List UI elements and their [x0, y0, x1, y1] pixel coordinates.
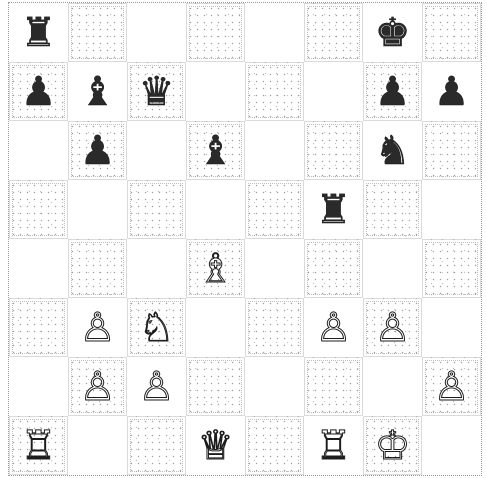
- square-b8[interactable]: [68, 3, 127, 62]
- square-f6[interactable]: [304, 121, 363, 180]
- queen-white-icon[interactable]: ♕: [198, 426, 234, 466]
- square-d3[interactable]: [186, 298, 245, 357]
- square-d1[interactable]: ♕: [186, 416, 245, 475]
- rook-white-icon[interactable]: ♖: [21, 426, 57, 466]
- square-a1[interactable]: ♖: [9, 416, 68, 475]
- chess-board: ♜ ♚ ♟ ♝ ♛ ♟ ♟ ♟ ♝ ♞ ♜ ♗ ♙ ♘ ♙ ♙ ♙ ♙ ♙ ♖ ♕ ♖ ♔: [8, 2, 482, 476]
- square-a8[interactable]: ♜: [9, 3, 68, 62]
- square-g7[interactable]: ♟: [363, 62, 422, 121]
- square-a3[interactable]: [9, 298, 68, 357]
- square-f4[interactable]: [304, 239, 363, 298]
- square-c4[interactable]: [127, 239, 186, 298]
- square-h3[interactable]: [422, 298, 481, 357]
- bishop-black-icon[interactable]: ♝: [80, 72, 116, 112]
- square-f2[interactable]: [304, 357, 363, 416]
- square-a6[interactable]: [9, 121, 68, 180]
- square-g4[interactable]: [363, 239, 422, 298]
- square-a4[interactable]: [9, 239, 68, 298]
- square-b3[interactable]: ♙: [68, 298, 127, 357]
- square-c2[interactable]: ♙: [127, 357, 186, 416]
- square-h6[interactable]: [422, 121, 481, 180]
- square-b4[interactable]: [68, 239, 127, 298]
- square-g6[interactable]: ♞: [363, 121, 422, 180]
- square-f8[interactable]: [304, 3, 363, 62]
- square-e2[interactable]: [245, 357, 304, 416]
- pawn-white-icon[interactable]: ♙: [80, 308, 116, 348]
- square-e6[interactable]: [245, 121, 304, 180]
- square-d5[interactable]: [186, 180, 245, 239]
- square-a7[interactable]: ♟: [9, 62, 68, 121]
- square-h5[interactable]: [422, 180, 481, 239]
- square-g1[interactable]: ♔: [363, 416, 422, 475]
- square-b6[interactable]: ♟: [68, 121, 127, 180]
- square-d7[interactable]: [186, 62, 245, 121]
- square-a2[interactable]: [9, 357, 68, 416]
- square-g2[interactable]: [363, 357, 422, 416]
- pawn-white-icon[interactable]: ♙: [139, 367, 175, 407]
- square-g8[interactable]: ♚: [363, 3, 422, 62]
- square-e8[interactable]: [245, 3, 304, 62]
- square-f5[interactable]: ♜: [304, 180, 363, 239]
- square-e4[interactable]: [245, 239, 304, 298]
- pawn-black-icon[interactable]: ♟: [375, 72, 411, 112]
- square-b5[interactable]: [68, 180, 127, 239]
- square-f1[interactable]: ♖: [304, 416, 363, 475]
- rook-white-icon[interactable]: ♖: [316, 426, 352, 466]
- pawn-black-icon[interactable]: ♟: [80, 131, 116, 171]
- pawn-white-icon[interactable]: ♙: [80, 367, 116, 407]
- square-d8[interactable]: [186, 3, 245, 62]
- square-d6[interactable]: ♝: [186, 121, 245, 180]
- square-c1[interactable]: [127, 416, 186, 475]
- pawn-white-icon[interactable]: ♙: [434, 367, 470, 407]
- square-c8[interactable]: [127, 3, 186, 62]
- square-c3[interactable]: ♘: [127, 298, 186, 357]
- king-black-icon[interactable]: ♚: [375, 13, 411, 53]
- square-e3[interactable]: [245, 298, 304, 357]
- square-e7[interactable]: [245, 62, 304, 121]
- square-h4[interactable]: [422, 239, 481, 298]
- rook-black-icon[interactable]: ♜: [21, 13, 57, 53]
- square-h1[interactable]: [422, 416, 481, 475]
- rook-black-icon[interactable]: ♜: [316, 190, 352, 230]
- square-e1[interactable]: [245, 416, 304, 475]
- square-a5[interactable]: [9, 180, 68, 239]
- square-c7[interactable]: ♛: [127, 62, 186, 121]
- knight-black-icon[interactable]: ♞: [375, 131, 411, 171]
- square-h2[interactable]: ♙: [422, 357, 481, 416]
- knight-white-icon[interactable]: ♘: [139, 308, 175, 348]
- square-d2[interactable]: [186, 357, 245, 416]
- square-c6[interactable]: [127, 121, 186, 180]
- square-f7[interactable]: [304, 62, 363, 121]
- square-b7[interactable]: ♝: [68, 62, 127, 121]
- square-f3[interactable]: ♙: [304, 298, 363, 357]
- square-b1[interactable]: [68, 416, 127, 475]
- square-e5[interactable]: [245, 180, 304, 239]
- pawn-black-icon[interactable]: ♟: [434, 72, 470, 112]
- square-h7[interactable]: ♟: [422, 62, 481, 121]
- bishop-black-icon[interactable]: ♝: [198, 131, 234, 171]
- square-d4[interactable]: ♗: [186, 239, 245, 298]
- square-g3[interactable]: ♙: [363, 298, 422, 357]
- king-white-icon[interactable]: ♔: [375, 426, 411, 466]
- square-g5[interactable]: [363, 180, 422, 239]
- square-b2[interactable]: ♙: [68, 357, 127, 416]
- square-h8[interactable]: [422, 3, 481, 62]
- pawn-black-icon[interactable]: ♟: [21, 72, 57, 112]
- bishop-white-icon[interactable]: ♗: [198, 249, 234, 289]
- pawn-white-icon[interactable]: ♙: [375, 308, 411, 348]
- square-c5[interactable]: [127, 180, 186, 239]
- queen-black-icon[interactable]: ♛: [139, 72, 175, 112]
- pawn-white-icon[interactable]: ♙: [316, 308, 352, 348]
